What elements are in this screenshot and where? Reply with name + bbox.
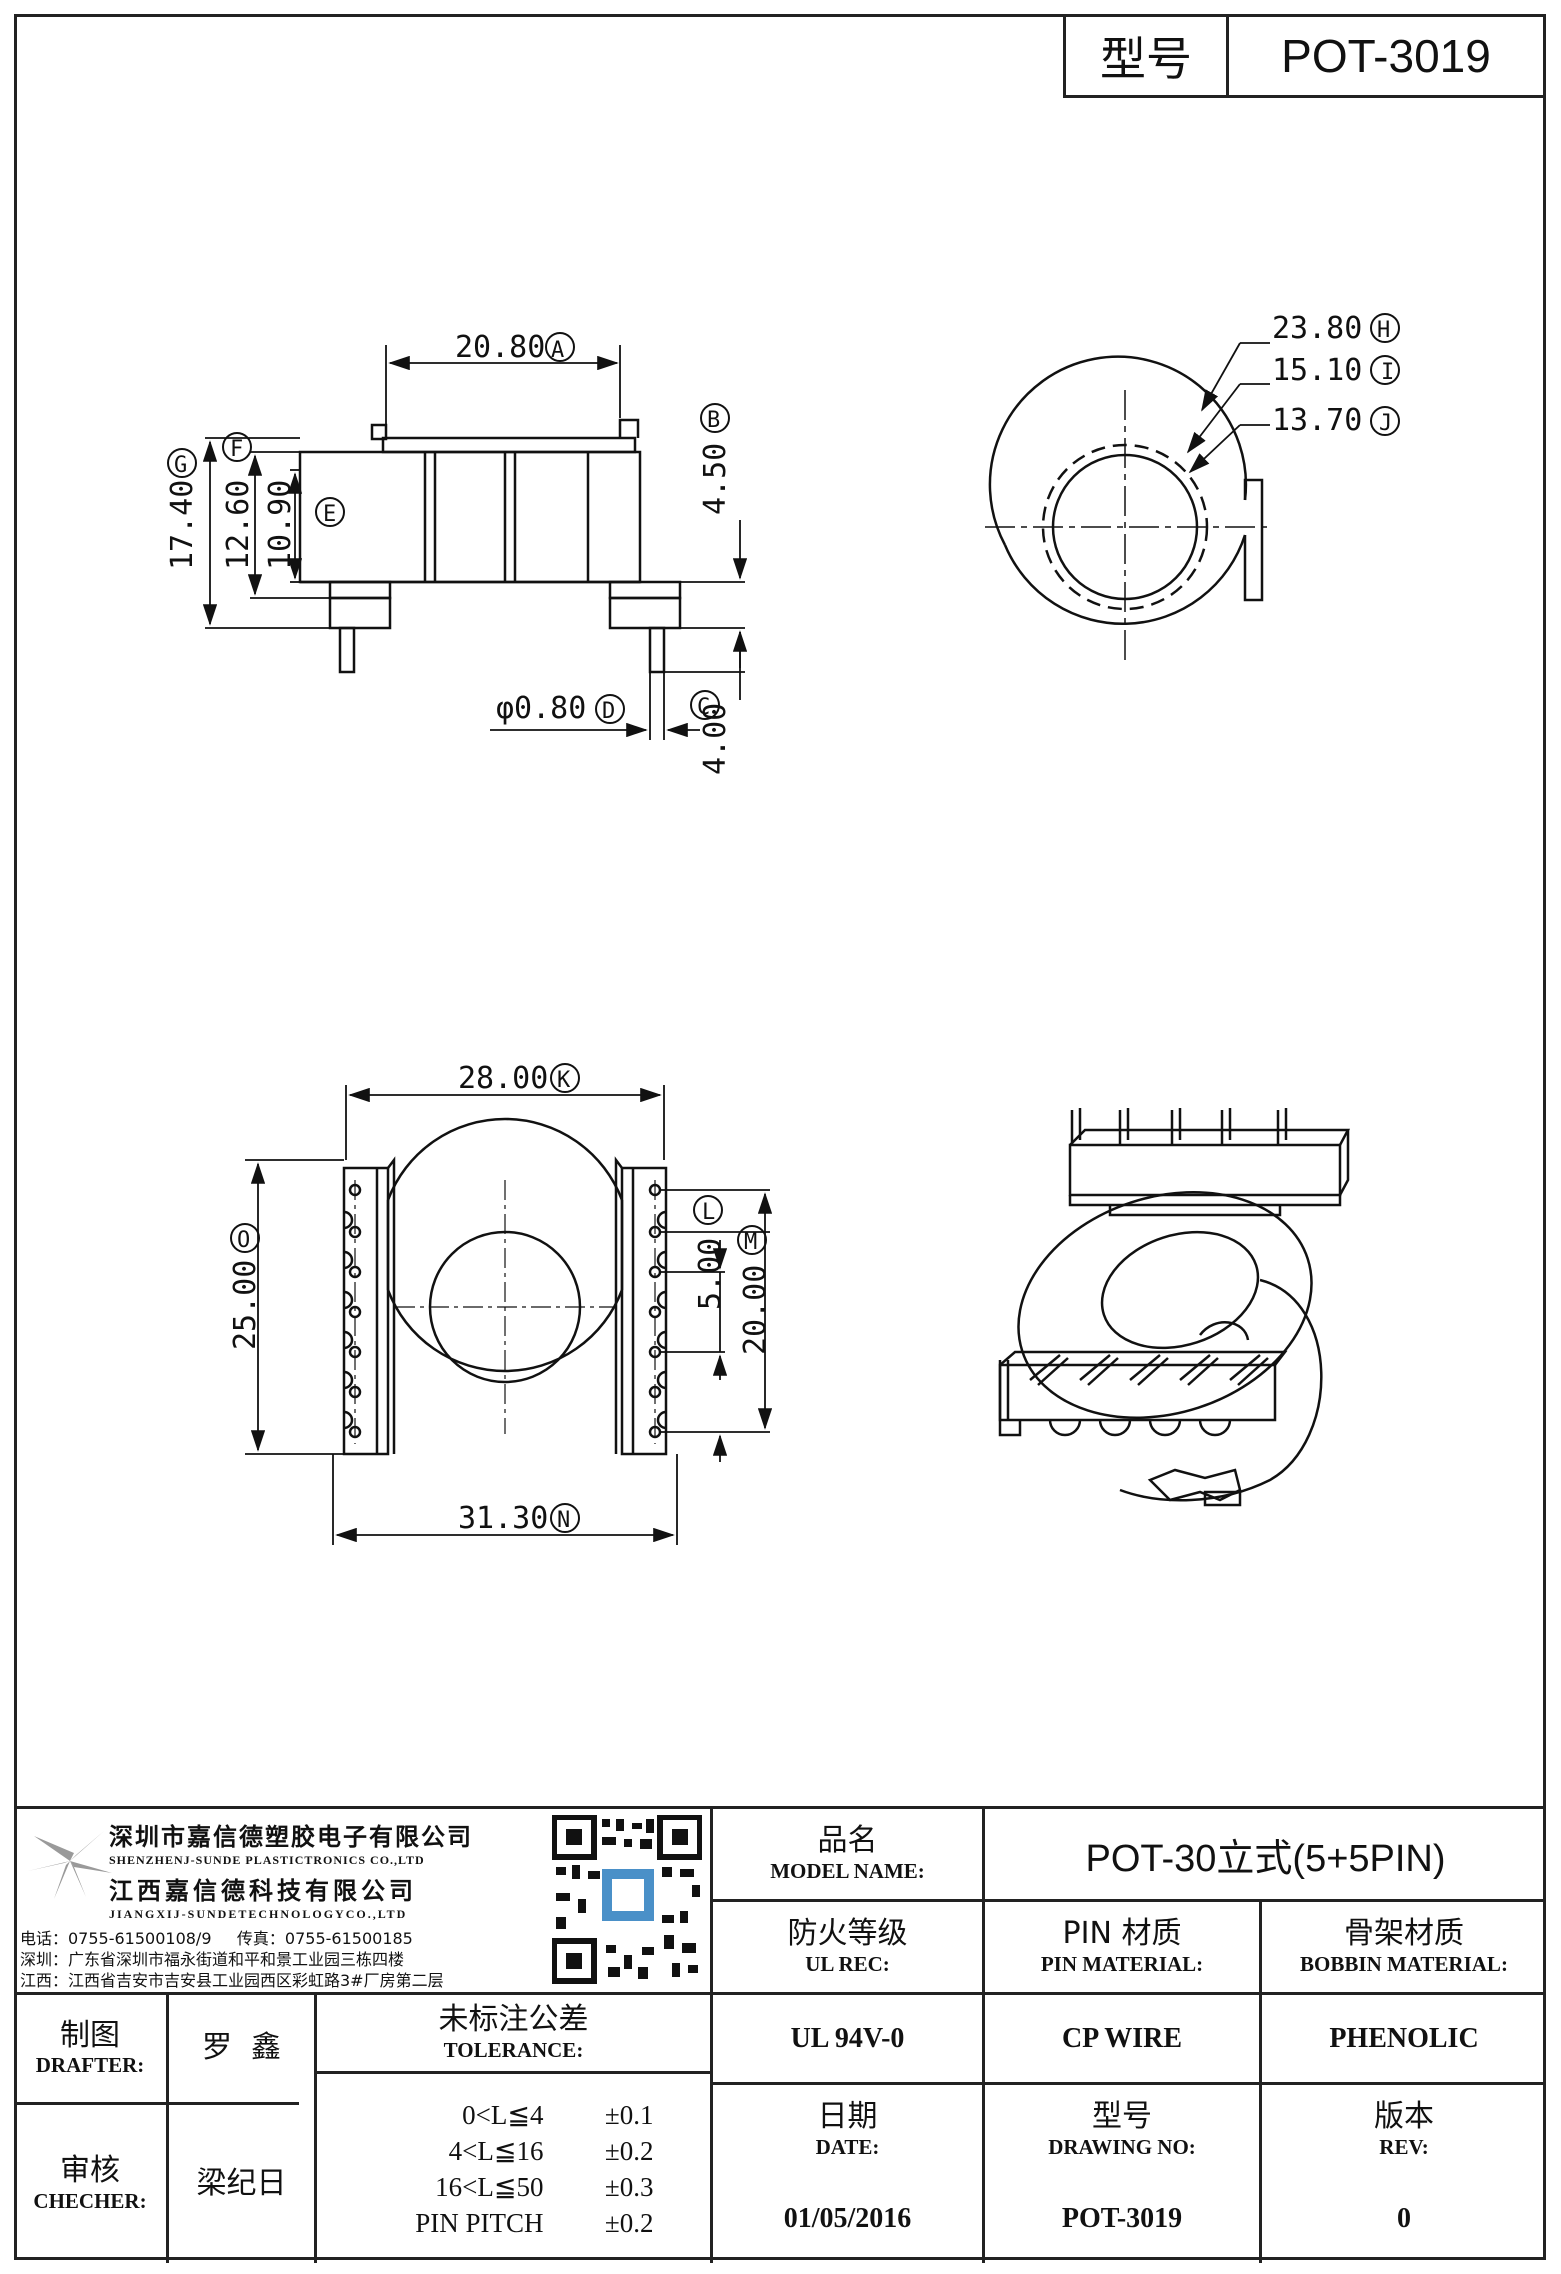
dim-j-label: 13.70 [1272, 403, 1362, 438]
tolerance-row: PIN PITCH±0.2 [415, 2208, 654, 2238]
drafter-value: 罗 鑫 [201, 2030, 282, 2066]
model-header: 型号 POT-3019 [1063, 14, 1546, 98]
model-name-en: MODEL NAME: [770, 1858, 925, 1883]
drawing-frame [14, 14, 1546, 2260]
top-view [985, 355, 1270, 665]
qr-code [551, 1814, 703, 1985]
front-view-dimensions [245, 1085, 773, 1545]
dim-k-marker: K [557, 1068, 571, 1093]
company-logo [24, 1821, 116, 1901]
dim-d-marker: D [602, 699, 615, 724]
dim-m-marker: M [744, 1230, 757, 1255]
checker-en: CHECHER: [33, 2188, 147, 2213]
company-addr-jx: 江西：江西省吉安市吉安县工业园西区彩虹路3#厂房第二层 [20, 1971, 444, 1990]
tolerance-row: 0<L≦4±0.1 [462, 2100, 654, 2130]
drawing-no-en: DRAWING NO: [1048, 2134, 1196, 2159]
ul-rec-en: UL REC: [805, 1951, 890, 1976]
dim-f-marker: F [230, 437, 243, 462]
dim-b-marker: B [707, 408, 720, 433]
bobbin-material-value: PHENOLIC [1329, 2022, 1479, 2054]
tolerance-row: 16<L≦50±0.3 [435, 2172, 654, 2202]
tolerance-row: 4<L≦16±0.2 [448, 2136, 654, 2166]
model-name-value: POT-30立式(5+5PIN) [1085, 1837, 1446, 1880]
title-block: 深圳市嘉信德塑胶电子有限公司 SHENZHENJ-SUNDE PLASTICTR… [14, 1806, 1546, 2263]
pin-material-value: CP WIRE [1061, 2022, 1183, 2054]
company-phone: 电话：0755-61500108/9 传真：0755-61500185 [20, 1929, 413, 1948]
rev-value: 0 [1397, 2203, 1411, 2234]
tolerance-cn: 未标注公差 [438, 2002, 589, 2038]
drafter-en: DRAFTER: [35, 2053, 145, 2078]
dimension-labels: 20.80 A 4.50 B 4.00 C φ0.80 D 10.90 E 12… [165, 311, 1400, 1536]
tolerance-table: 0<L≦4±0.1 4<L≦16±0.2 16<L≦50±0.3 PIN PIT… [317, 2075, 710, 2263]
top-view-leaders [1186, 342, 1270, 474]
dim-j-marker: J [1379, 411, 1392, 436]
dim-g-label: 17.40 [165, 480, 200, 570]
company-addr-sz: 深圳：广东省深圳市福永街道和平和景工业园三栋四楼 [20, 1950, 405, 1969]
dim-n-marker: N [557, 1508, 570, 1533]
tolerance-en: TOLERANCE: [443, 2037, 584, 2062]
drawing-no-cn: 型号 [1092, 2099, 1152, 2135]
dim-g-marker: G [174, 453, 187, 478]
isometric-view [998, 1108, 1351, 1507]
dim-a-label: 20.80 [455, 330, 545, 365]
model-header-key: 型号 [1066, 17, 1229, 95]
pin-material-cn: PIN 材质 [1062, 1916, 1182, 1952]
company-jx-en: JIANGXIJ-SUNDETECHNOLOGYCO.,LTD [109, 1906, 408, 1921]
front-view-pin-holes [343, 1180, 667, 1444]
rev-cn: 版本 [1374, 2099, 1434, 2135]
rev-en: REV: [1379, 2134, 1429, 2159]
pin-material-en: PIN MATERIAL: [1040, 1951, 1204, 1976]
dim-c-marker: C [697, 695, 710, 720]
date-value: 01/05/2016 [783, 2203, 912, 2234]
dim-f-label: 12.60 [221, 480, 256, 570]
side-view-dimensions [202, 345, 748, 740]
dim-n-label: 31.30 [458, 1501, 548, 1536]
dim-e-label: 10.90 [263, 480, 298, 570]
technical-drawing: 20.80 A 4.50 B 4.00 C φ0.80 D 10.90 E 12… [165, 311, 1400, 1545]
dim-l-label: 5.00 [693, 1238, 728, 1310]
drafter-cn: 制图 [60, 2017, 120, 2053]
date-cn: 日期 [817, 2099, 878, 2135]
dim-k-label: 28.00 [458, 1061, 548, 1096]
drawing-no-value: POT-3019 [1061, 2203, 1183, 2234]
bobbin-material-cn: 骨架材质 [1344, 1916, 1464, 1952]
checker-value: 梁纪日 [196, 2165, 287, 2201]
company-jx-cn: 江西嘉信德科技有限公司 [109, 1876, 417, 1905]
dim-l-marker: L [702, 1200, 715, 1225]
dim-m-label: 20.00 [738, 1265, 773, 1355]
dim-d-label: φ0.80 [496, 691, 586, 726]
model-name-cn: 品名 [817, 1823, 878, 1859]
dim-o-label: 25.00 [228, 1260, 263, 1350]
dim-o-marker: O [237, 1228, 250, 1253]
date-en: DATE: [815, 2134, 880, 2159]
model-header-value: POT-3019 [1281, 30, 1491, 82]
dim-b-label: 4.50 [698, 443, 733, 515]
company-sz-en: SHENZHENJ-SUNDE PLASTICTRONICS CO.,LTD [109, 1852, 425, 1867]
ul-rec-cn: 防火等级 [787, 1916, 908, 1952]
dim-h-marker: H [1377, 318, 1390, 343]
bobbin-material-en: BOBBIN MATERIAL: [1300, 1951, 1508, 1976]
dim-i-label: 15.10 [1272, 353, 1362, 388]
company-sz-cn: 深圳市嘉信德塑胶电子有限公司 [109, 1822, 473, 1851]
dim-h-label: 23.80 [1272, 311, 1362, 346]
ul-rec-value: UL 94V-0 [790, 2022, 905, 2054]
dim-e-marker: E [323, 502, 336, 527]
checker-cn: 审核 [60, 2153, 120, 2189]
dim-i-marker: I [1381, 360, 1394, 385]
dim-a-marker: A [551, 338, 564, 363]
side-view [298, 418, 682, 674]
